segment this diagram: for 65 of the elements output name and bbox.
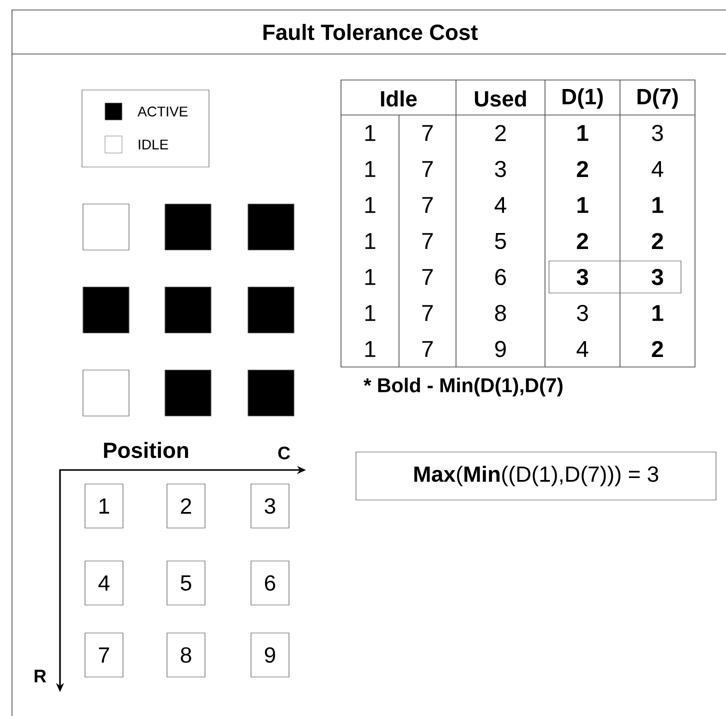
table-cell: 1 [365, 269, 376, 285]
table-cell: 7 [422, 197, 433, 213]
table-cell: 3 [494, 160, 506, 178]
legend-label: IDLE [138, 140, 168, 150]
grid-square [164, 204, 212, 250]
position-box: 3 [250, 484, 290, 528]
table-cell: 7 [422, 269, 433, 285]
table-cell: 1 [365, 161, 376, 177]
position-box: 4 [84, 560, 124, 606]
table-cell: 8 [495, 304, 506, 322]
table-cell: 2 [652, 340, 663, 358]
legend-label: ACTIVE [138, 106, 188, 116]
position-box: 2 [166, 484, 206, 528]
grid-square [82, 204, 130, 250]
table-cell: 1 [365, 197, 376, 213]
table-cell: 1 [365, 341, 376, 357]
table-cell: 1 [578, 197, 588, 213]
table-cell: 1 [578, 125, 588, 141]
formula-box: Max(Min((D(1),D(7))) = 3 [356, 452, 716, 500]
table-cell: 1 [652, 197, 664, 213]
column-header: Idle [381, 90, 417, 107]
table-cell: 2 [576, 232, 588, 250]
title-bar: Fault Tolerance Cost [12, 10, 726, 54]
position-box: 7 [84, 632, 124, 678]
position-box: 6 [250, 560, 290, 606]
table-cell: 3 [652, 268, 664, 286]
table-cell: 1 [652, 305, 664, 321]
grid-square [248, 286, 294, 334]
table-cell: 7 [422, 341, 433, 357]
table-cell: 5 [495, 232, 506, 250]
table-cell: 3 [576, 268, 588, 286]
position-box: 5 [166, 560, 206, 606]
grid-square [248, 370, 294, 416]
position-box: 8 [166, 632, 206, 678]
grid-square [248, 204, 294, 250]
table-cell: 6 [495, 268, 506, 286]
table-cell: 3 [652, 124, 663, 142]
table-cell: 1 [365, 233, 376, 249]
table-cell: 9 [495, 340, 506, 358]
axis-label: R [34, 670, 46, 682]
table-cell: 3 [576, 304, 588, 322]
table-cell: 4 [576, 341, 588, 357]
table-cell: 4 [652, 161, 664, 177]
table-cell: 7 [422, 125, 433, 141]
grid-square [164, 286, 212, 334]
grid-square [82, 370, 130, 416]
position-box: 9 [250, 632, 290, 678]
table-cell: 2 [495, 124, 506, 142]
table-cell: 2 [652, 232, 663, 250]
table-cell: 7 [422, 305, 433, 321]
column-header: D(1) [562, 88, 603, 109]
table-cell: 7 [422, 233, 433, 249]
table-cell: 2 [576, 160, 588, 178]
axis-title: Position [104, 442, 188, 458]
column-header: Used [474, 90, 526, 107]
axis-label: C [278, 446, 290, 460]
grid-square [164, 370, 212, 416]
table-cell: 4 [494, 197, 506, 213]
table-cell: 1 [365, 125, 376, 141]
column-header: D(7) [638, 88, 678, 109]
table-cell: 7 [422, 161, 433, 177]
note: * Bold - Min(D(1),D(7) [364, 378, 562, 396]
grid-square [82, 286, 130, 334]
table-cell: 1 [365, 305, 376, 321]
position-box: 1 [84, 484, 124, 528]
